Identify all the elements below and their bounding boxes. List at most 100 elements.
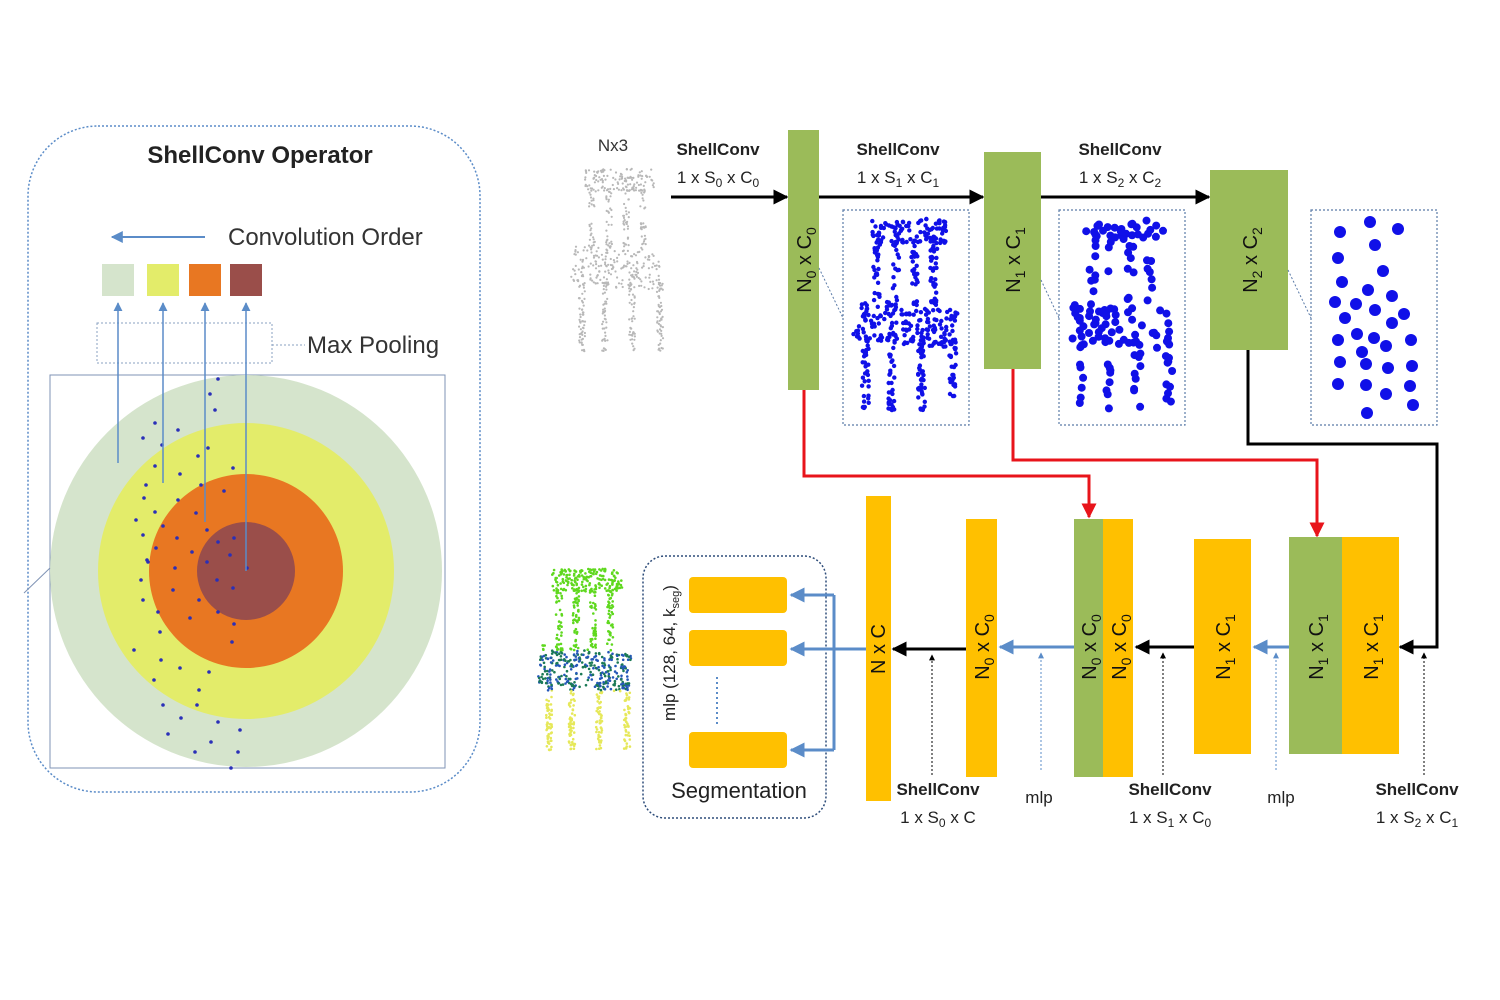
dense-point [923, 312, 929, 317]
segmented-point [554, 645, 558, 648]
dense-point [944, 316, 949, 321]
segmented-point [570, 689, 573, 693]
input-point [614, 178, 617, 181]
input-point [607, 223, 610, 226]
segmented-point [547, 686, 551, 690]
segmented-point [559, 642, 563, 646]
input-point [660, 332, 663, 335]
segmented-point [561, 577, 565, 581]
segmented-point [572, 612, 575, 615]
segmented-point [572, 731, 576, 734]
input-point [622, 214, 626, 217]
input-point [600, 186, 603, 189]
segmented-point [543, 665, 546, 669]
shell-point [231, 586, 235, 590]
segmented-point [626, 669, 629, 672]
dense-point [891, 275, 896, 280]
input-point [597, 256, 601, 259]
dense-point [943, 344, 948, 349]
input-point [658, 296, 661, 299]
medium-point [1156, 306, 1165, 315]
input-point [631, 178, 634, 181]
medium-point [1110, 223, 1119, 232]
segmented-point [544, 681, 548, 685]
dense-point [933, 327, 938, 332]
input-point [626, 260, 629, 263]
input-point [639, 278, 642, 281]
input-point [577, 297, 581, 300]
enc-block-n0c0-label: N0 x C0 [794, 227, 819, 293]
segmented-point [624, 733, 628, 737]
dense-point [924, 327, 929, 332]
input-point [601, 281, 604, 284]
input-point [629, 183, 632, 186]
input-point [604, 334, 607, 337]
medium-point [1103, 390, 1112, 399]
segmented-point [611, 600, 614, 603]
dense-point [894, 219, 900, 225]
segmented-point [608, 606, 611, 610]
input-point [586, 249, 589, 252]
decoder: N1 x C1 N1 x C1 mlp N1 x C1 N0 x C0 N0 x… [866, 496, 1459, 830]
dense-point [898, 227, 904, 233]
segmented-point [569, 569, 572, 573]
dense-point [874, 272, 880, 277]
segmented-point [539, 664, 543, 667]
medium-point [1163, 337, 1172, 345]
input-point [630, 274, 633, 277]
input-point [641, 266, 644, 269]
input-point [650, 178, 653, 181]
input-point [602, 168, 605, 171]
dense-point [891, 398, 897, 404]
input-point [581, 258, 585, 261]
input-point [635, 181, 639, 184]
segmented-point [556, 596, 559, 600]
input-point [658, 264, 661, 268]
input-point [630, 188, 634, 191]
dense-point [891, 262, 896, 267]
segmented-point [559, 582, 562, 585]
input-point [625, 186, 628, 189]
dense-point [949, 364, 954, 369]
input-point [583, 290, 586, 293]
input-point [634, 273, 637, 276]
input-point [618, 178, 621, 181]
input-point [578, 285, 581, 288]
dense-point [894, 239, 900, 244]
segmented-point [551, 584, 555, 588]
segmented-point [608, 616, 611, 619]
input-point [592, 188, 595, 191]
segmented-point [555, 633, 559, 637]
dense-point [891, 363, 897, 369]
dense-point [865, 369, 870, 374]
dense-point [938, 238, 944, 244]
input-point [635, 270, 638, 273]
input-point [633, 270, 636, 273]
dense-point [862, 379, 867, 384]
input-point [610, 242, 614, 246]
segmented-point [597, 697, 601, 701]
input-point [574, 245, 578, 248]
input-point [632, 345, 635, 348]
segmented-point [567, 722, 571, 726]
segmented-point [551, 669, 554, 672]
segmented-point [600, 719, 604, 723]
segmented-point [593, 568, 597, 571]
input-point [584, 176, 587, 179]
segmented-point [611, 652, 614, 656]
input-point [634, 189, 638, 192]
segmented-point [576, 646, 580, 650]
input-point [604, 309, 607, 313]
pointcloud-sparse [1329, 216, 1419, 419]
segmented-point [608, 679, 612, 682]
segmented-point [596, 700, 599, 703]
input-point [616, 260, 619, 263]
input-point [621, 279, 624, 282]
dense-point [921, 354, 926, 359]
segmented-point [544, 653, 548, 657]
dense-point [910, 259, 915, 264]
input-point [631, 342, 634, 345]
segmented-point [603, 578, 607, 582]
segmented-point [600, 731, 603, 734]
input-point [580, 338, 583, 341]
